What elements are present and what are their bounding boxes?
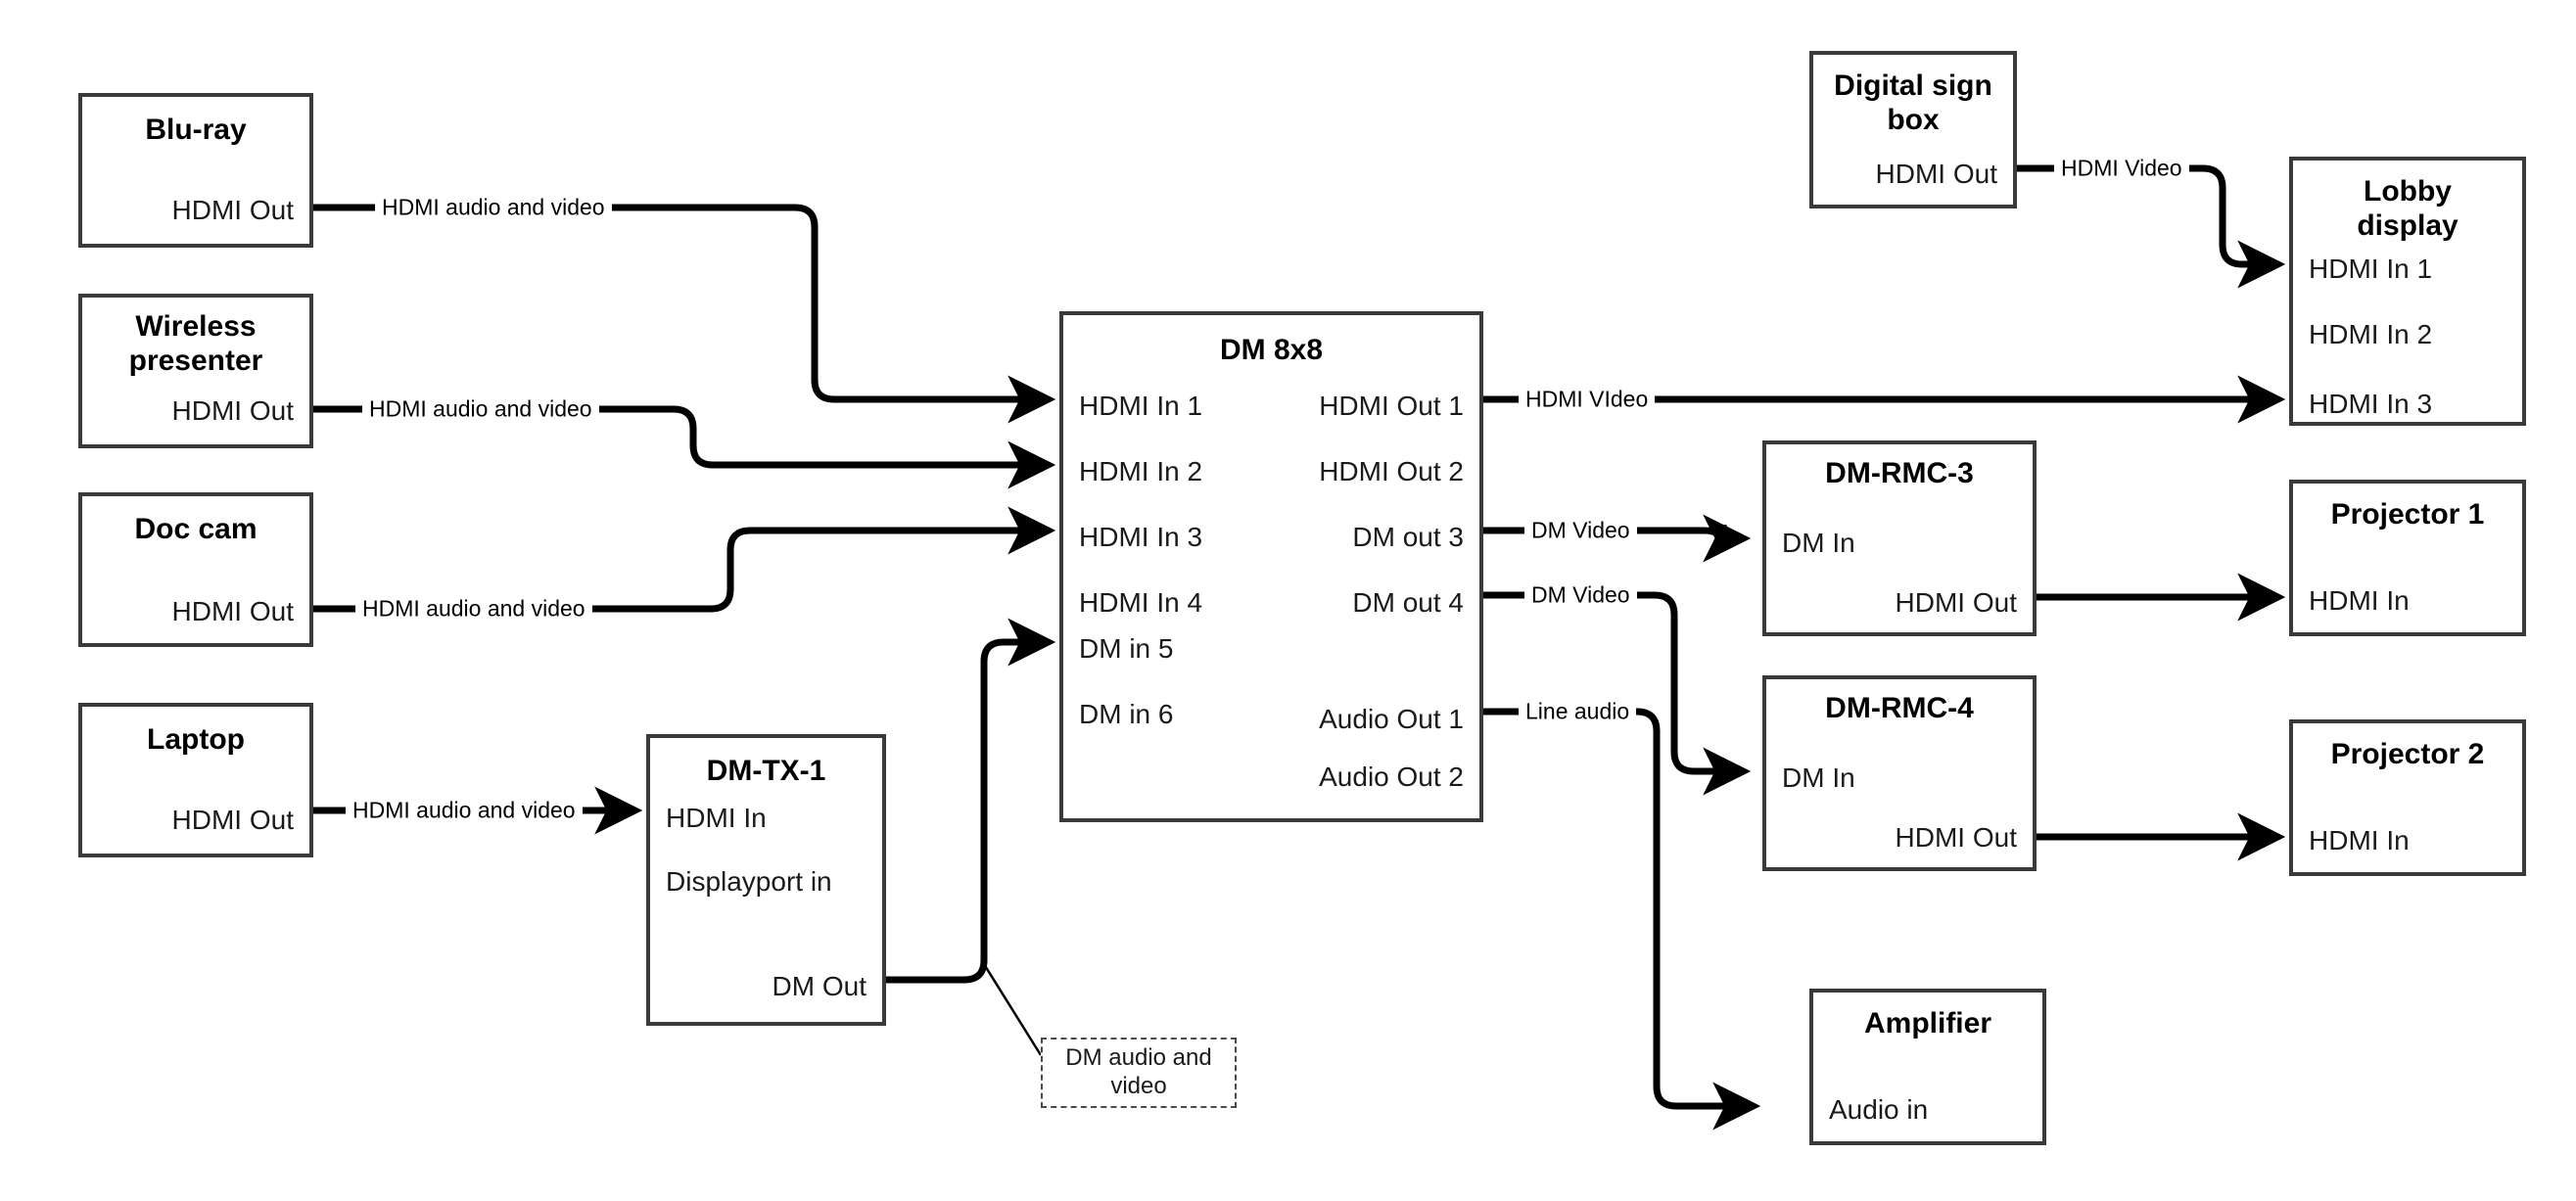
node-laptop-title: Laptop: [147, 723, 245, 756]
node-laptop-port-hdmi-out: HDMI Out: [171, 805, 294, 835]
node-dm-tx-1-port-dm-out: DM Out: [772, 971, 866, 1001]
node-amplifier[interactable]: Amplifier Audio in: [1809, 989, 2046, 1145]
node-dm-8x8-output-6: Audio Out 2: [1319, 762, 1464, 792]
node-dm-rmc-4-title: DM-RMC-4: [1825, 692, 1974, 724]
node-digital-sign-box-title: Digital sign box: [1834, 69, 1992, 137]
node-dm-rmc-3[interactable]: DM-RMC-3 DM In HDMI Out: [1762, 440, 2037, 636]
node-bluray-port-hdmi-out: HDMI Out: [171, 195, 294, 225]
wire-bluray-to-hdmi-in-1: [313, 204, 1056, 424]
node-wireless-presenter-port-hdmi-out: HDMI Out: [171, 395, 294, 426]
node-dm-tx-1-title: DM-TX-1: [706, 755, 826, 787]
node-doc-cam-title: Doc cam: [134, 513, 258, 545]
node-amplifier-title: Amplifier: [1863, 1007, 1992, 1039]
wire-sign-to-lobby-hdmi-in-1: [2017, 164, 2286, 289]
node-doc-cam[interactable]: Doc cam HDMI Out: [78, 492, 313, 647]
node-dm-8x8-input-4: HDMI In 4: [1079, 587, 1203, 618]
node-projector-2[interactable]: Projector 2 HDMI In: [2289, 719, 2526, 876]
node-projector-1[interactable]: Projector 1 HDMI In: [2289, 480, 2526, 636]
node-dm-rmc-4-port-hdmi-out: HDMI Out: [1895, 822, 2017, 853]
node-amplifier-port-audio-in: Audio in: [1829, 1094, 1929, 1125]
node-projector-2-port-hdmi-in: HDMI In: [2309, 825, 2410, 855]
node-dm-8x8-output-5: Audio Out 1: [1319, 704, 1464, 734]
wire-dm-out-4-to-dmrmc4: [1483, 591, 1752, 796]
node-digital-sign-box[interactable]: Digital sign box HDMI Out: [1809, 51, 2017, 208]
wire-label-hdmi-out-1-to-lobby: HDMI VIdeo: [1519, 386, 1656, 413]
node-lobby-display-title: Lobby display: [2357, 175, 2459, 243]
wire-label-sign-to-lobby: HDMI Video: [2054, 155, 2189, 182]
node-dm-rmc-3-port-dm-in: DM In: [1782, 528, 1855, 558]
node-lobby-display-input-2: HDMI In 2: [2309, 319, 2433, 349]
node-dm-rmc-3-port-hdmi-out: HDMI Out: [1895, 587, 2017, 618]
note-leader-line: [982, 963, 1043, 1056]
node-dm-8x8-input-3: HDMI In 3: [1079, 522, 1203, 552]
node-dm-8x8-input-1: HDMI In 1: [1079, 391, 1203, 421]
node-laptop[interactable]: Laptop HDMI Out: [78, 703, 313, 857]
node-dm-tx-1-port-displayport-in: Displayport in: [666, 866, 832, 897]
wire-label-wireless-to-hdmi-in-2: HDMI audio and video: [362, 395, 599, 423]
node-dm-8x8[interactable]: DM 8x8 HDMI In 1 HDMI In 2 HDMI In 3 HDM…: [1059, 311, 1483, 822]
node-dm-rmc-4[interactable]: DM-RMC-4 DM In HDMI Out: [1762, 675, 2037, 871]
node-bluray[interactable]: Blu-ray HDMI Out: [78, 93, 313, 248]
node-bluray-title: Blu-ray: [145, 114, 247, 146]
node-dm-tx-1-port-hdmi-in: HDMI In: [666, 803, 767, 833]
wire-audio-out-1-to-amplifier: [1483, 708, 1761, 1131]
node-doc-cam-port-hdmi-out: HDMI Out: [171, 596, 294, 626]
node-dm-8x8-input-5: DM in 5: [1079, 633, 1174, 664]
node-projector-1-title: Projector 1: [2330, 498, 2485, 531]
node-digital-sign-box-port-hdmi-out: HDMI Out: [1875, 159, 1997, 189]
node-dm-8x8-input-2: HDMI In 2: [1079, 456, 1203, 486]
node-projector-1-port-hdmi-in: HDMI In: [2309, 585, 2410, 616]
wire-dmtx1-to-dm-in-5: [886, 618, 1056, 984]
node-wireless-presenter-title: Wireless presenter: [128, 310, 263, 378]
wire-label-laptop-to-dmtx1: HDMI audio and video: [346, 797, 583, 824]
node-dm-8x8-input-6: DM in 6: [1079, 699, 1174, 729]
node-dm-8x8-output-1: HDMI Out 1: [1319, 391, 1464, 421]
node-dm-8x8-title: DM 8x8: [1219, 334, 1324, 366]
node-lobby-display[interactable]: Lobby display HDMI In 1 HDMI In 2 HDMI I…: [2289, 157, 2526, 426]
node-projector-2-title: Projector 2: [2330, 738, 2485, 770]
wire-label-audio-out-1-to-amplifier: Line audio: [1519, 698, 1637, 725]
node-dm-rmc-3-title: DM-RMC-3: [1825, 457, 1974, 489]
node-dm-rmc-4-port-dm-in: DM In: [1782, 762, 1855, 793]
node-dm-tx-1[interactable]: DM-TX-1 HDMI In Displayport in DM Out: [646, 734, 886, 1026]
wire-label-dm-out-3-to-dmrmc3: DM Video: [1524, 517, 1637, 544]
wire-label-bluray-to-hdmi-in-1: HDMI audio and video: [375, 194, 612, 221]
wire-label-dm-out-4-to-dmrmc4: DM Video: [1524, 581, 1637, 609]
node-dm-8x8-output-2: HDMI Out 2: [1319, 456, 1464, 486]
node-lobby-display-input-3: HDMI In 3: [2309, 389, 2433, 419]
node-dm-8x8-output-3: DM out 3: [1352, 522, 1464, 552]
node-wireless-presenter[interactable]: Wireless presenter HDMI Out: [78, 294, 313, 448]
wire-label-doccam-to-hdmi-in-3: HDMI audio and video: [355, 595, 592, 623]
node-lobby-display-input-1: HDMI In 1: [2309, 254, 2433, 284]
node-dm-8x8-output-4: DM out 4: [1352, 587, 1464, 618]
note-dm-audio-and-video: DM audio and video: [1041, 1038, 1237, 1108]
